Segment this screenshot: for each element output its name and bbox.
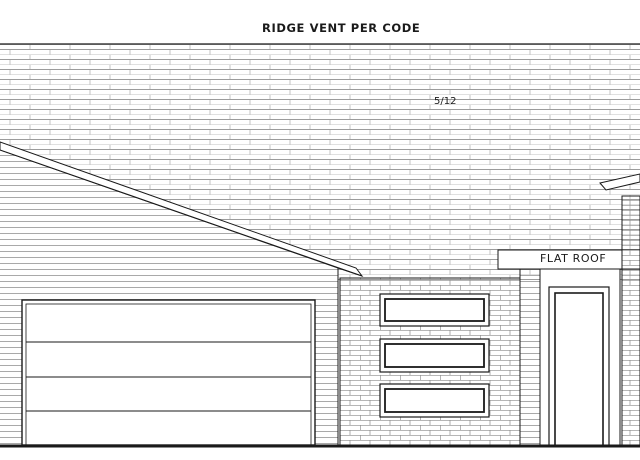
garage-door [21,299,316,446]
roof-pitch-label: 5/12 [434,96,457,107]
window-bottom [379,383,490,418]
ridge-vent-note: RIDGE VENT PER CODE [262,21,421,35]
right-gable-fascia [599,173,640,191]
window-middle [379,338,490,373]
left-roof-fascia [0,141,364,278]
front-door [548,286,610,447]
right-brick-column [621,195,640,447]
flat-roof-label: FLAT ROOF [540,252,607,265]
window-top [379,293,490,327]
